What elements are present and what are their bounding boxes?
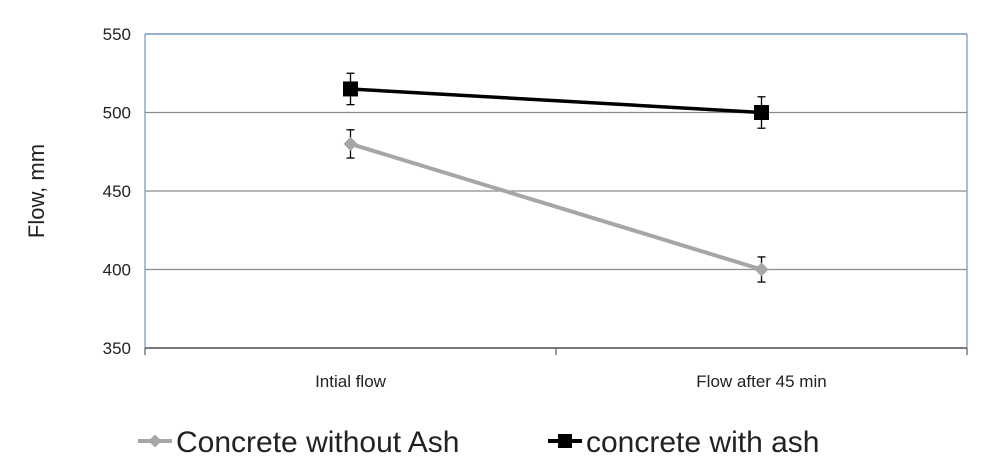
y-tick-label: 400 — [103, 261, 131, 280]
y-tick-label: 550 — [103, 25, 131, 44]
series-line — [349, 141, 763, 272]
data-point — [754, 105, 769, 120]
legend: Concrete without Ash concrete with ash — [138, 426, 819, 459]
x-tick-label: Flow after 45 min — [696, 372, 826, 391]
legend-label: Concrete without Ash — [176, 426, 460, 459]
gridlines — [145, 33, 967, 349]
series-line — [350, 87, 762, 115]
data-point — [343, 136, 358, 151]
series-1 — [343, 129, 769, 283]
legend-item: concrete with ash — [548, 426, 819, 459]
legend-marker — [558, 434, 572, 448]
y-tick-label: 500 — [103, 104, 131, 123]
legend-label: concrete with ash — [586, 426, 819, 459]
legend-item: Concrete without Ash — [138, 426, 460, 459]
y-tick-label: 450 — [103, 182, 131, 201]
series — [343, 72, 769, 283]
y-axis-title: Flow, mm — [24, 144, 49, 238]
y-tick-label: 350 — [103, 339, 131, 358]
legend-marker — [148, 434, 162, 448]
x-tick-label: Intial flow — [315, 372, 387, 391]
series-2 — [343, 72, 769, 129]
data-point — [343, 81, 358, 97]
data-point — [754, 262, 769, 277]
